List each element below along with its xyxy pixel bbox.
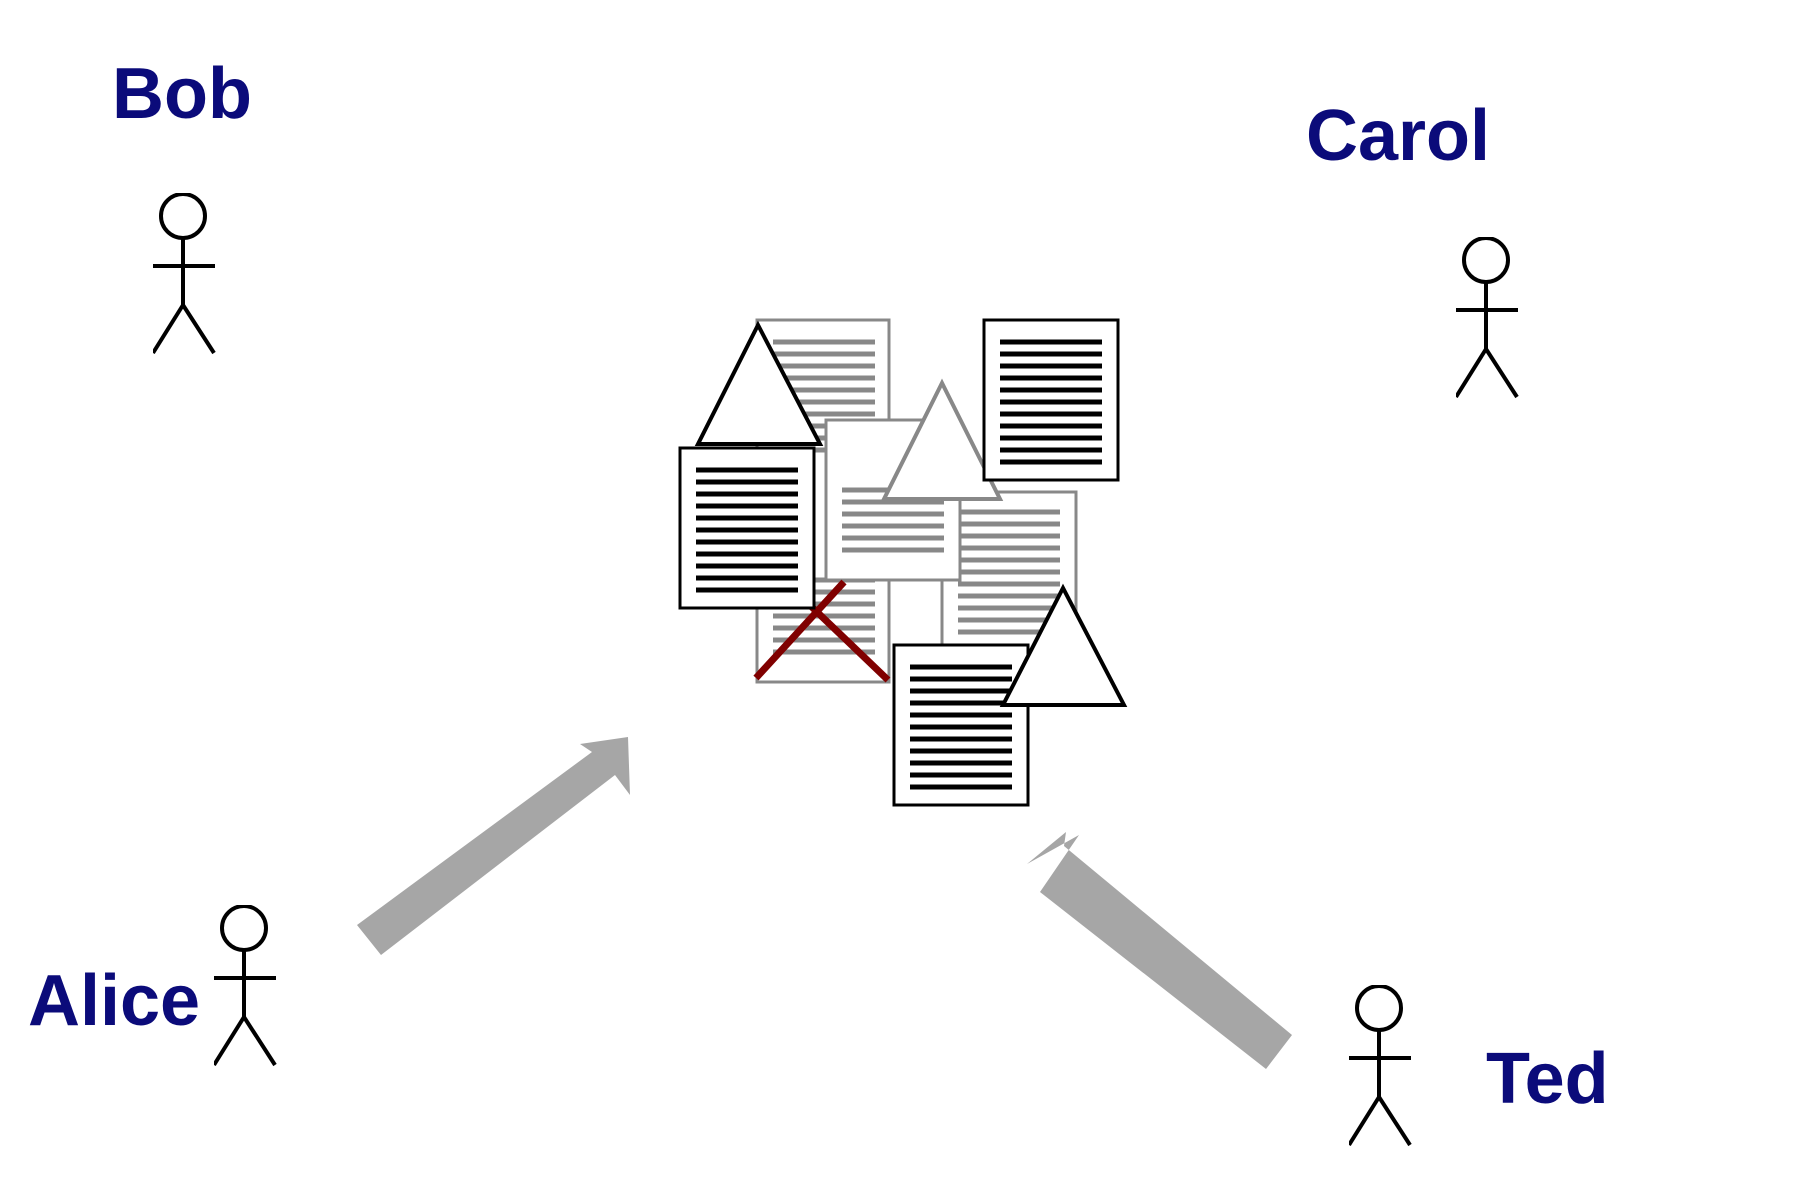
document-icon [982, 318, 1120, 482]
person-label-alice: Alice [28, 961, 200, 1041]
arrow-ted-to-workspace [1027, 832, 1292, 1069]
document-icon [892, 643, 1030, 807]
stick-figure-icon [153, 193, 217, 355]
triangle-icon [880, 378, 1004, 501]
block-arrow-icon [1027, 832, 1292, 1069]
triangle-icon [694, 320, 824, 446]
document-icon [678, 446, 816, 610]
stick-figure-icon [1456, 237, 1520, 399]
stick-figure-icon [1349, 985, 1413, 1147]
arrow-alice-to-workspace [357, 737, 630, 955]
person-label-carol: Carol [1306, 96, 1490, 176]
person-label-bob: Bob [112, 54, 252, 134]
block-arrow-icon [357, 737, 630, 955]
triangle-icon [999, 583, 1128, 707]
workspace-cluster [678, 318, 1128, 807]
stick-figure-icon [214, 905, 278, 1067]
person-label-ted: Ted [1486, 1039, 1609, 1119]
